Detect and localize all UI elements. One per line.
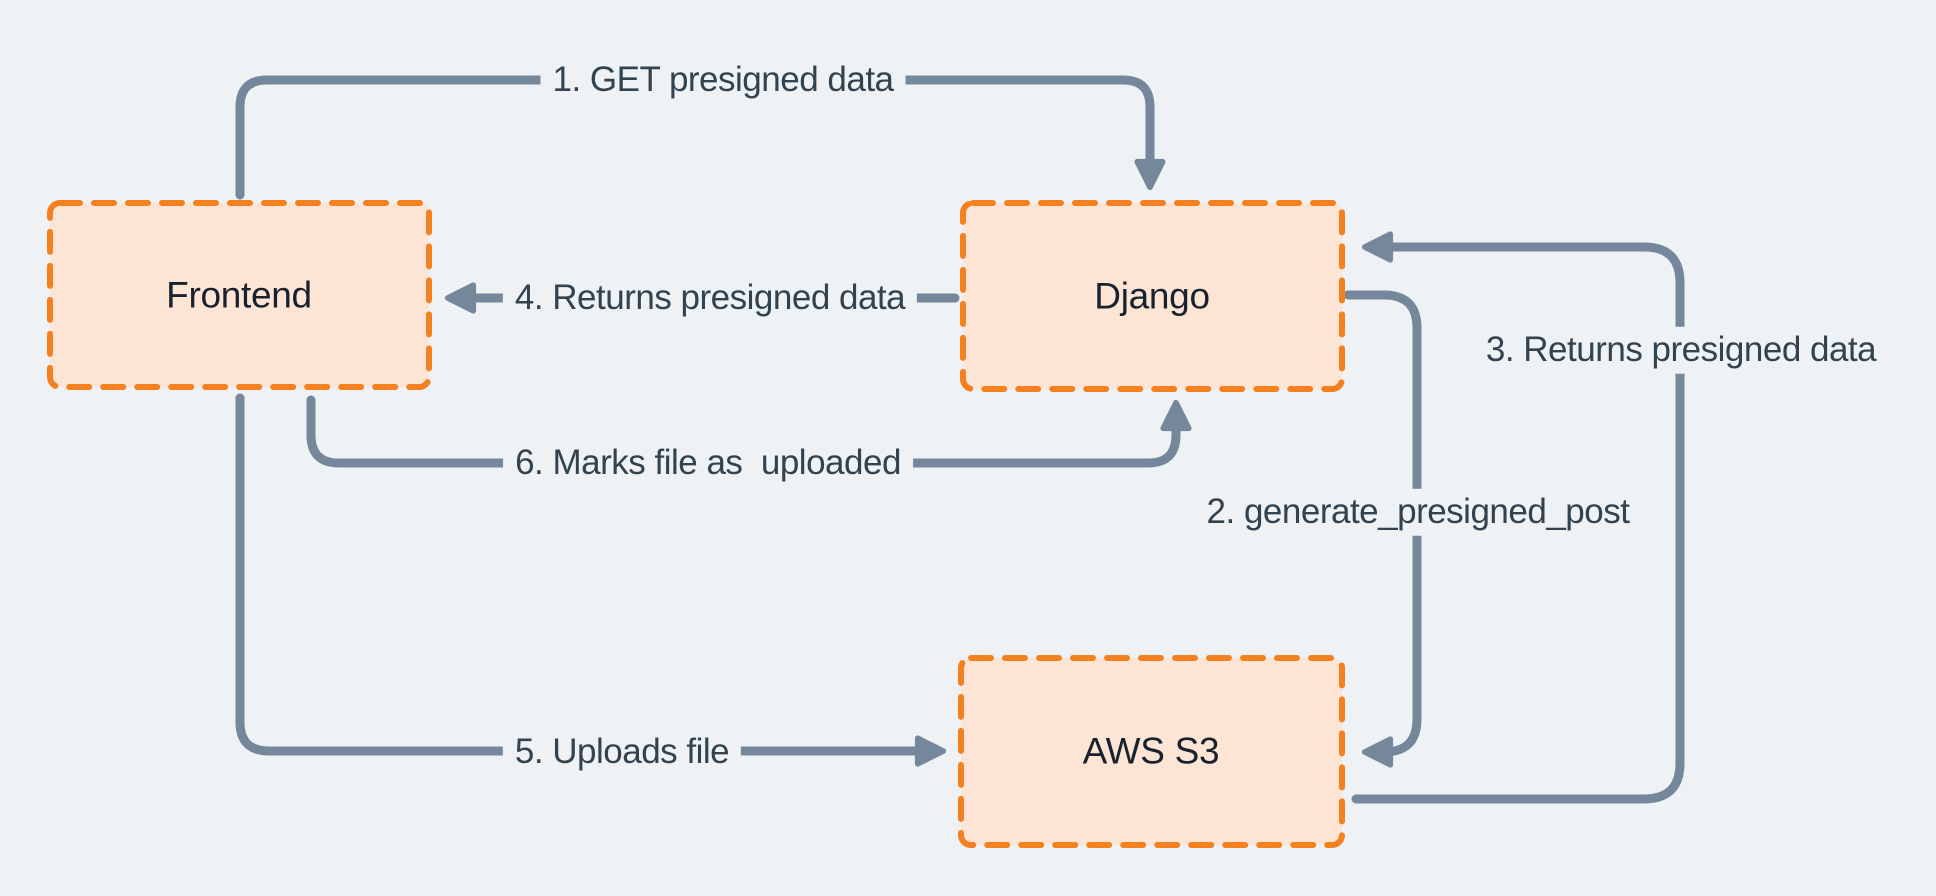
edge-5-uploads-file	[235, 393, 947, 767]
edge-label-5-uploads-file: 5. Uploads file	[502, 728, 742, 776]
node-label-aws-s3: AWS S3	[1082, 730, 1220, 772]
node-box-aws-s3	[958, 655, 1345, 848]
node-label-frontend: Frontend	[166, 274, 312, 316]
edge-label-6-marks-file-as-uploaded: 6. Marks file as uploaded	[503, 439, 913, 487]
edge-label-3-returns-presigned-data: 3. Returns presigned data	[1473, 326, 1889, 374]
node-box-frontend	[47, 200, 432, 390]
edge-label-2-generate-presigned-post: 2. generate_presigned_post	[1194, 488, 1642, 536]
edge-3-returns-presigned-data	[1351, 231, 1685, 804]
node-box-django	[960, 200, 1345, 392]
edge-label-1-get-presigned-data: 1. GET presigned data	[540, 56, 906, 104]
edge-label-4-returns-presigned-data: 4. Returns presigned data	[502, 274, 918, 322]
node-label-django: Django	[1094, 275, 1210, 317]
